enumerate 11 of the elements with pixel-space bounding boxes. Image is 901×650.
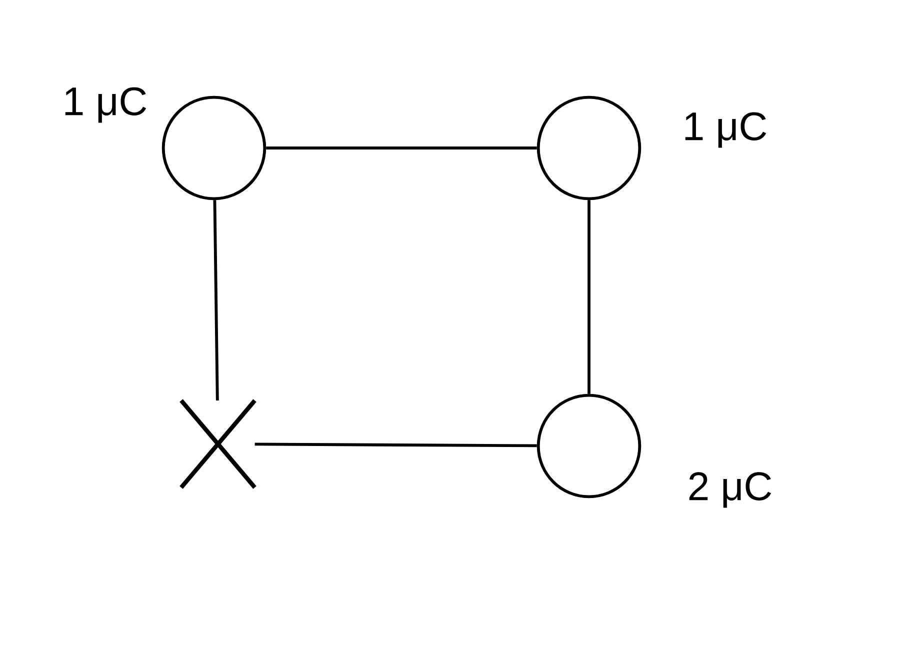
- charge-label: 2 μC: [689, 472, 772, 508]
- charge-label: 1 μC: [685, 112, 766, 148]
- cross-mark: [179, 398, 257, 490]
- circle-marker: [536, 394, 642, 498]
- charge-label: 1 μC: [65, 87, 146, 123]
- circle-marker: [536, 96, 642, 200]
- connecting-line: [213, 200, 219, 401]
- circle-marker: [162, 96, 266, 200]
- connecting-line: [254, 442, 537, 448]
- connecting-line: [266, 146, 537, 150]
- connecting-line: [588, 200, 590, 394]
